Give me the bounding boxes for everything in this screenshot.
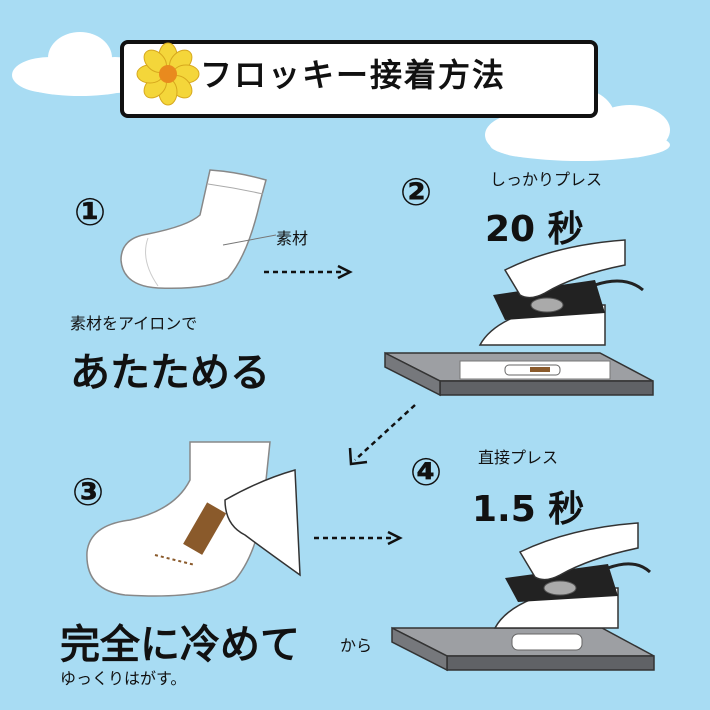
step-4-number: ④ (410, 450, 443, 494)
flower-icon (136, 42, 200, 106)
heat-heading: あたためる (70, 350, 270, 396)
peel-instruction: ゆっくりはがす。 (60, 669, 187, 688)
press-time-2: 20 秒 (485, 209, 584, 250)
arrow-icon-2 (348, 404, 416, 466)
cool-heading: 完全に冷めて (60, 622, 300, 668)
board-icon-2 (384, 351, 654, 397)
heat-instruction: 素材をアイロンで (70, 314, 198, 333)
sock-peel-icon (86, 441, 301, 597)
step-1-number: ① (74, 190, 107, 234)
step-3-number: ③ (72, 470, 105, 514)
material-label: 素材 (276, 229, 309, 248)
cool-suffix: から (340, 636, 373, 655)
step-2-number: ② (400, 170, 433, 214)
press-label-4: 直接プレス (478, 448, 559, 467)
iron-icon-4 (493, 522, 652, 629)
page-title: フロッキー接着方法 (200, 56, 507, 94)
sock-icon (120, 169, 277, 290)
cloud-icon-left (12, 32, 150, 96)
arrow-icon-3 (314, 530, 403, 546)
press-label-2: しっかりプレス (490, 170, 603, 189)
iron-icon-2 (478, 239, 644, 346)
board-icon-4 (391, 626, 655, 672)
press-time-4: 1.5 秒 (472, 489, 585, 530)
arrow-icon-1 (264, 264, 353, 280)
title-frame (120, 40, 598, 118)
